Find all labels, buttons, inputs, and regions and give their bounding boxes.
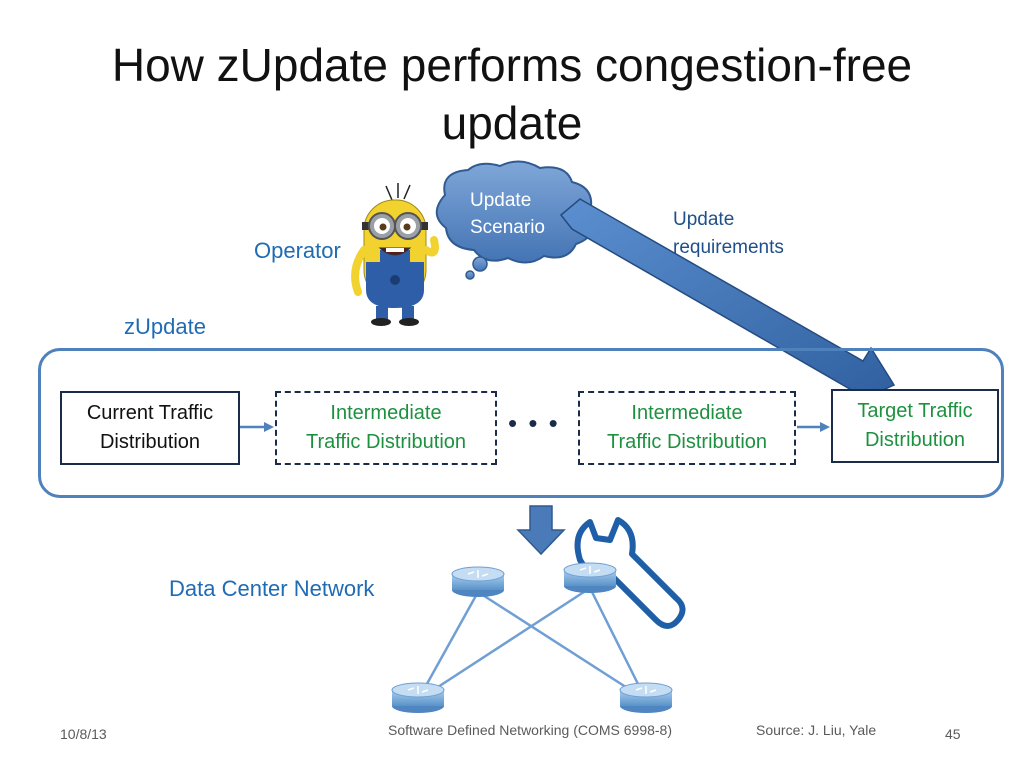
operator-label: Operator [254, 238, 341, 263]
footer-date: 10/8/13 [60, 726, 107, 742]
router-icon [391, 682, 445, 713]
update-requirements-arrow [559, 198, 896, 408]
footer-course: Software Defined Networking (COMS 6998-8… [388, 722, 673, 738]
update-requirements-line-2: requirements [673, 237, 784, 258]
intermediate1-line-1: Intermediate [330, 402, 442, 424]
update-requirements-line-1: Update [673, 209, 735, 230]
down-arrow-icon [516, 505, 566, 556]
wrench-icon [574, 517, 686, 629]
bubble-line-1: Update [470, 190, 532, 211]
update-requirements-label: Update requirements [673, 206, 784, 262]
router-icon [563, 562, 617, 593]
target-distribution-box: Target Traffic Distribution [831, 389, 999, 463]
zupdate-label: zUpdate [124, 314, 206, 339]
slide-title: How zUpdate performs congestion-free upd… [111, 39, 913, 149]
router-icon [451, 566, 505, 597]
footer-page-number: 45 [945, 726, 961, 742]
zupdate-container [38, 348, 1004, 498]
flow-arrows [240, 422, 830, 432]
ellipsis: • • • [508, 408, 560, 438]
data-center-network-label: Data Center Network [169, 576, 375, 601]
network-links [416, 586, 648, 702]
current-box-line-1: Current Traffic [86, 402, 214, 424]
footer-source: Source: J. Liu, Yale [756, 722, 877, 738]
bubble-text: Update Scenario [470, 187, 545, 241]
target-box-line-1: Target Traffic [857, 400, 973, 422]
intermediate2-line-1: Intermediate [631, 402, 743, 424]
target-box-line-2: Distribution [864, 429, 966, 451]
current-box-line-2: Distribution [99, 431, 201, 453]
bubble-line-2: Scenario [470, 217, 545, 238]
router-icon [619, 682, 673, 713]
intermediate-distribution-box-1: Intermediate Traffic Distribution [275, 391, 497, 465]
intermediate1-line-2: Traffic Distribution [305, 431, 467, 453]
intermediate-distribution-box-2: Intermediate Traffic Distribution [578, 391, 796, 465]
intermediate2-line-2: Traffic Distribution [606, 431, 768, 453]
current-distribution-box: Current Traffic Distribution [60, 391, 240, 465]
minion-icon [351, 183, 439, 326]
